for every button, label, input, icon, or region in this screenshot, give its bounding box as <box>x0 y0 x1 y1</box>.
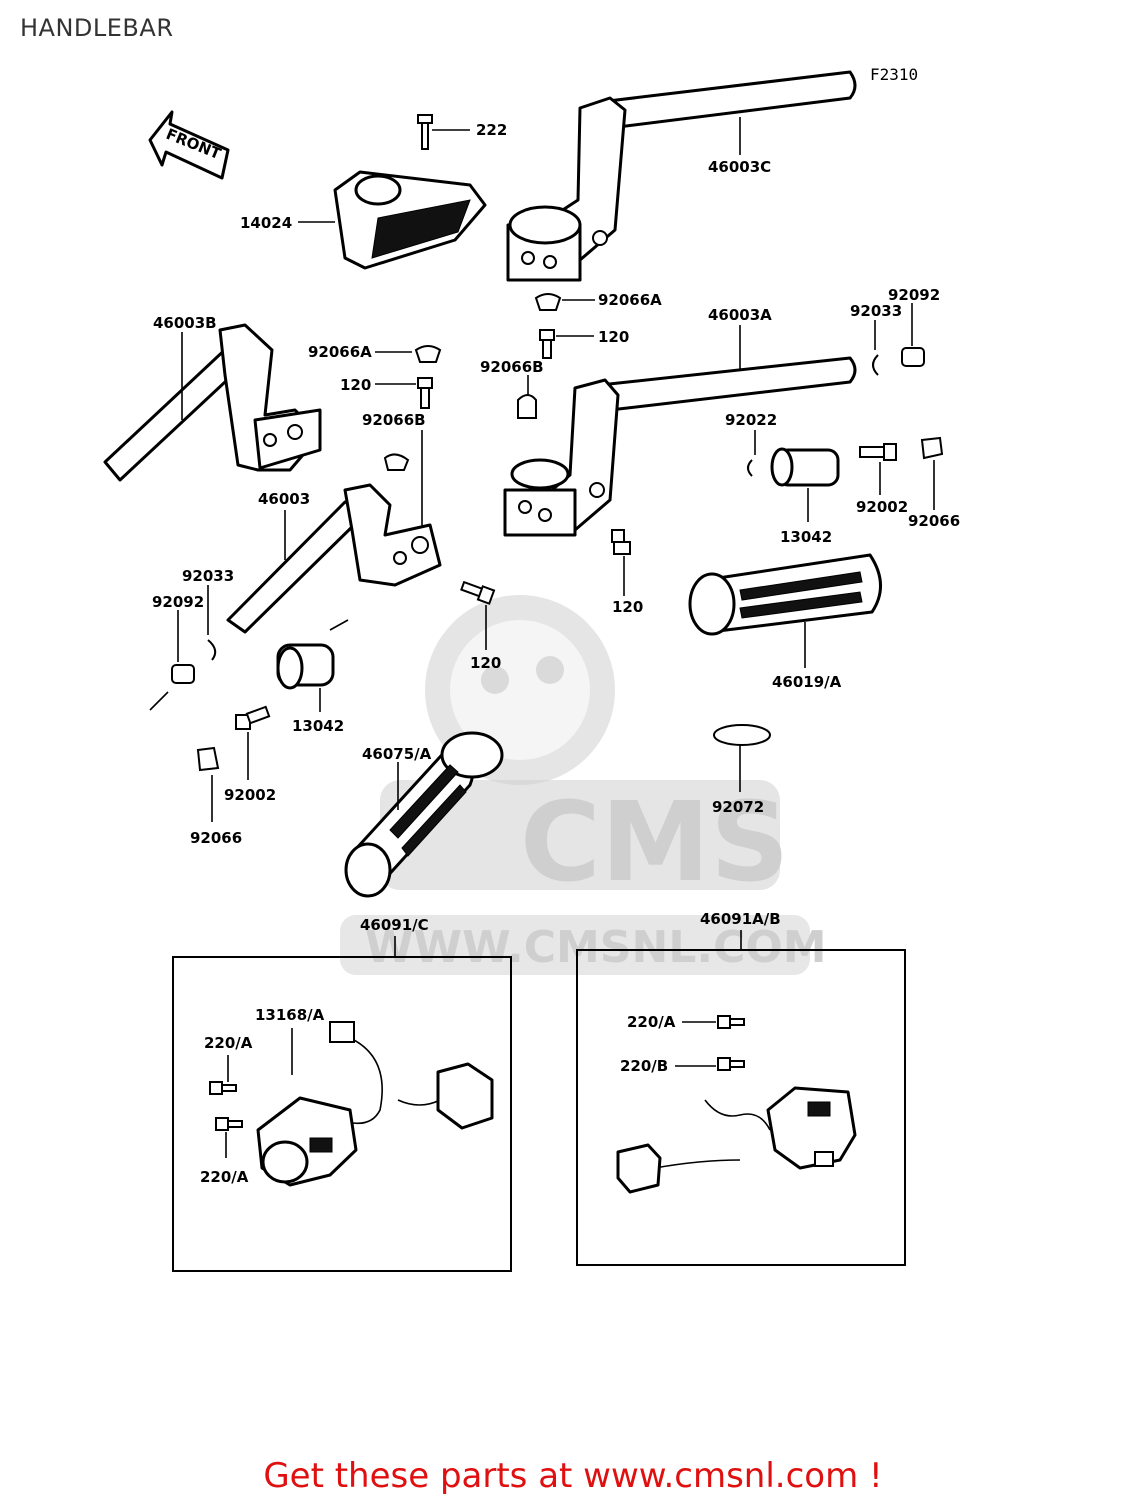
label-46003c: 46003C <box>708 158 771 176</box>
weight-92092-right <box>901 347 925 367</box>
label-220a-2: 220/A <box>200 1168 249 1186</box>
handlebar-46003a <box>503 356 857 537</box>
label-13168a: 13168/A <box>255 1006 325 1024</box>
label-92092-right: 92092 <box>888 286 940 304</box>
label-46003a: 46003A <box>708 306 772 324</box>
plug-92066a-mid <box>414 345 442 363</box>
screw-220a-2 <box>215 1117 243 1131</box>
grip-46075a <box>344 731 504 898</box>
connector-13168a <box>329 1021 355 1043</box>
diagram-code: F2310 <box>870 65 918 84</box>
plug-92066-right <box>920 436 944 460</box>
plug-92066-left <box>196 746 220 772</box>
watermark-logo: CMS <box>520 778 789 906</box>
label-13042-left: 13042 <box>292 717 344 735</box>
page-title: HANDLEBAR <box>20 14 174 42</box>
clip-92033-right <box>872 354 879 376</box>
label-220b-right: 220/B <box>620 1057 668 1075</box>
label-92066b-right: 92066B <box>480 358 544 376</box>
bolt-120-low <box>460 580 496 605</box>
screw-220a-right <box>717 1015 745 1029</box>
label-220a-1: 220/A <box>204 1034 253 1052</box>
switch-box-right: 46091A/B 220/A 220/B <box>576 910 906 1266</box>
label-14024: 14024 <box>240 214 292 232</box>
footer-cta[interactable]: Get these parts at www.cmsnl.com ! <box>263 1456 883 1496</box>
screw-220b-right <box>717 1057 745 1071</box>
connector-left-plug <box>436 1062 494 1130</box>
label-92002-right: 92002 <box>856 498 908 516</box>
switch-housing-right <box>766 1086 857 1170</box>
plug-92066b-left <box>383 453 410 471</box>
label-92066b-left: 92066B <box>362 411 426 429</box>
label-92066-right: 92066 <box>908 512 960 530</box>
weight-13042-right <box>770 447 840 487</box>
screw-92002-right <box>859 443 897 461</box>
label-92072: 92072 <box>712 798 764 816</box>
label-120-top: 120 <box>598 328 629 346</box>
weight-13042-left <box>276 643 335 690</box>
handlebar-46003 <box>226 483 442 634</box>
label-46075a: 46075/A <box>362 745 432 763</box>
label-120-low: 120 <box>470 654 501 672</box>
label-120-mid: 120 <box>340 376 371 394</box>
washer-92022 <box>747 459 753 477</box>
bolt-222 <box>417 114 433 150</box>
label-92022: 92022 <box>725 411 777 429</box>
label-92002-left: 92002 <box>224 786 276 804</box>
label-92066-left: 92066 <box>190 829 242 847</box>
switch-box-left: 46091/C 13168/A 220/A 220/A <box>172 916 512 1272</box>
watermark-url: WWW.CMSNL.COM <box>365 922 827 973</box>
bolt-120-top <box>539 329 555 359</box>
label-46003: 46003 <box>258 490 310 508</box>
label-46091ab: 46091A/B <box>700 910 781 928</box>
label-92033-right: 92033 <box>850 302 902 320</box>
label-92066a-mid: 92066A <box>308 343 372 361</box>
label-46003b: 46003B <box>153 314 217 332</box>
label-46019a: 46019/A <box>772 673 842 691</box>
label-92066a-top: 92066A <box>598 291 662 309</box>
front-direction-arrow: FRONT <box>148 110 230 180</box>
label-220a-right: 220/A <box>627 1013 676 1031</box>
plug-92066a-top <box>534 293 562 311</box>
connector-right-plug <box>616 1143 662 1194</box>
bolt-120-grip <box>611 529 631 555</box>
screw-92002-left <box>235 705 271 730</box>
label-92033-left: 92033 <box>182 567 234 585</box>
label-222: 222 <box>476 121 507 139</box>
label-46091c: 46091/C <box>360 916 429 934</box>
band-92072 <box>713 724 771 746</box>
holder-14024 <box>333 170 487 270</box>
grip-46019a <box>688 553 882 636</box>
handlebar-46003c <box>506 70 857 282</box>
label-13042-right: 13042 <box>780 528 832 546</box>
plug-92066b-right <box>517 394 537 419</box>
watermark: CMS WWW.CMSNL.COM <box>340 595 827 975</box>
bolt-120-mid <box>417 377 433 409</box>
label-120-grip: 120 <box>612 598 643 616</box>
weight-92092-left <box>171 664 195 684</box>
handlebar-46003b <box>103 323 322 482</box>
label-92092-left: 92092 <box>152 593 204 611</box>
screw-220a-1 <box>209 1081 237 1095</box>
clip-92033-left <box>207 639 217 661</box>
